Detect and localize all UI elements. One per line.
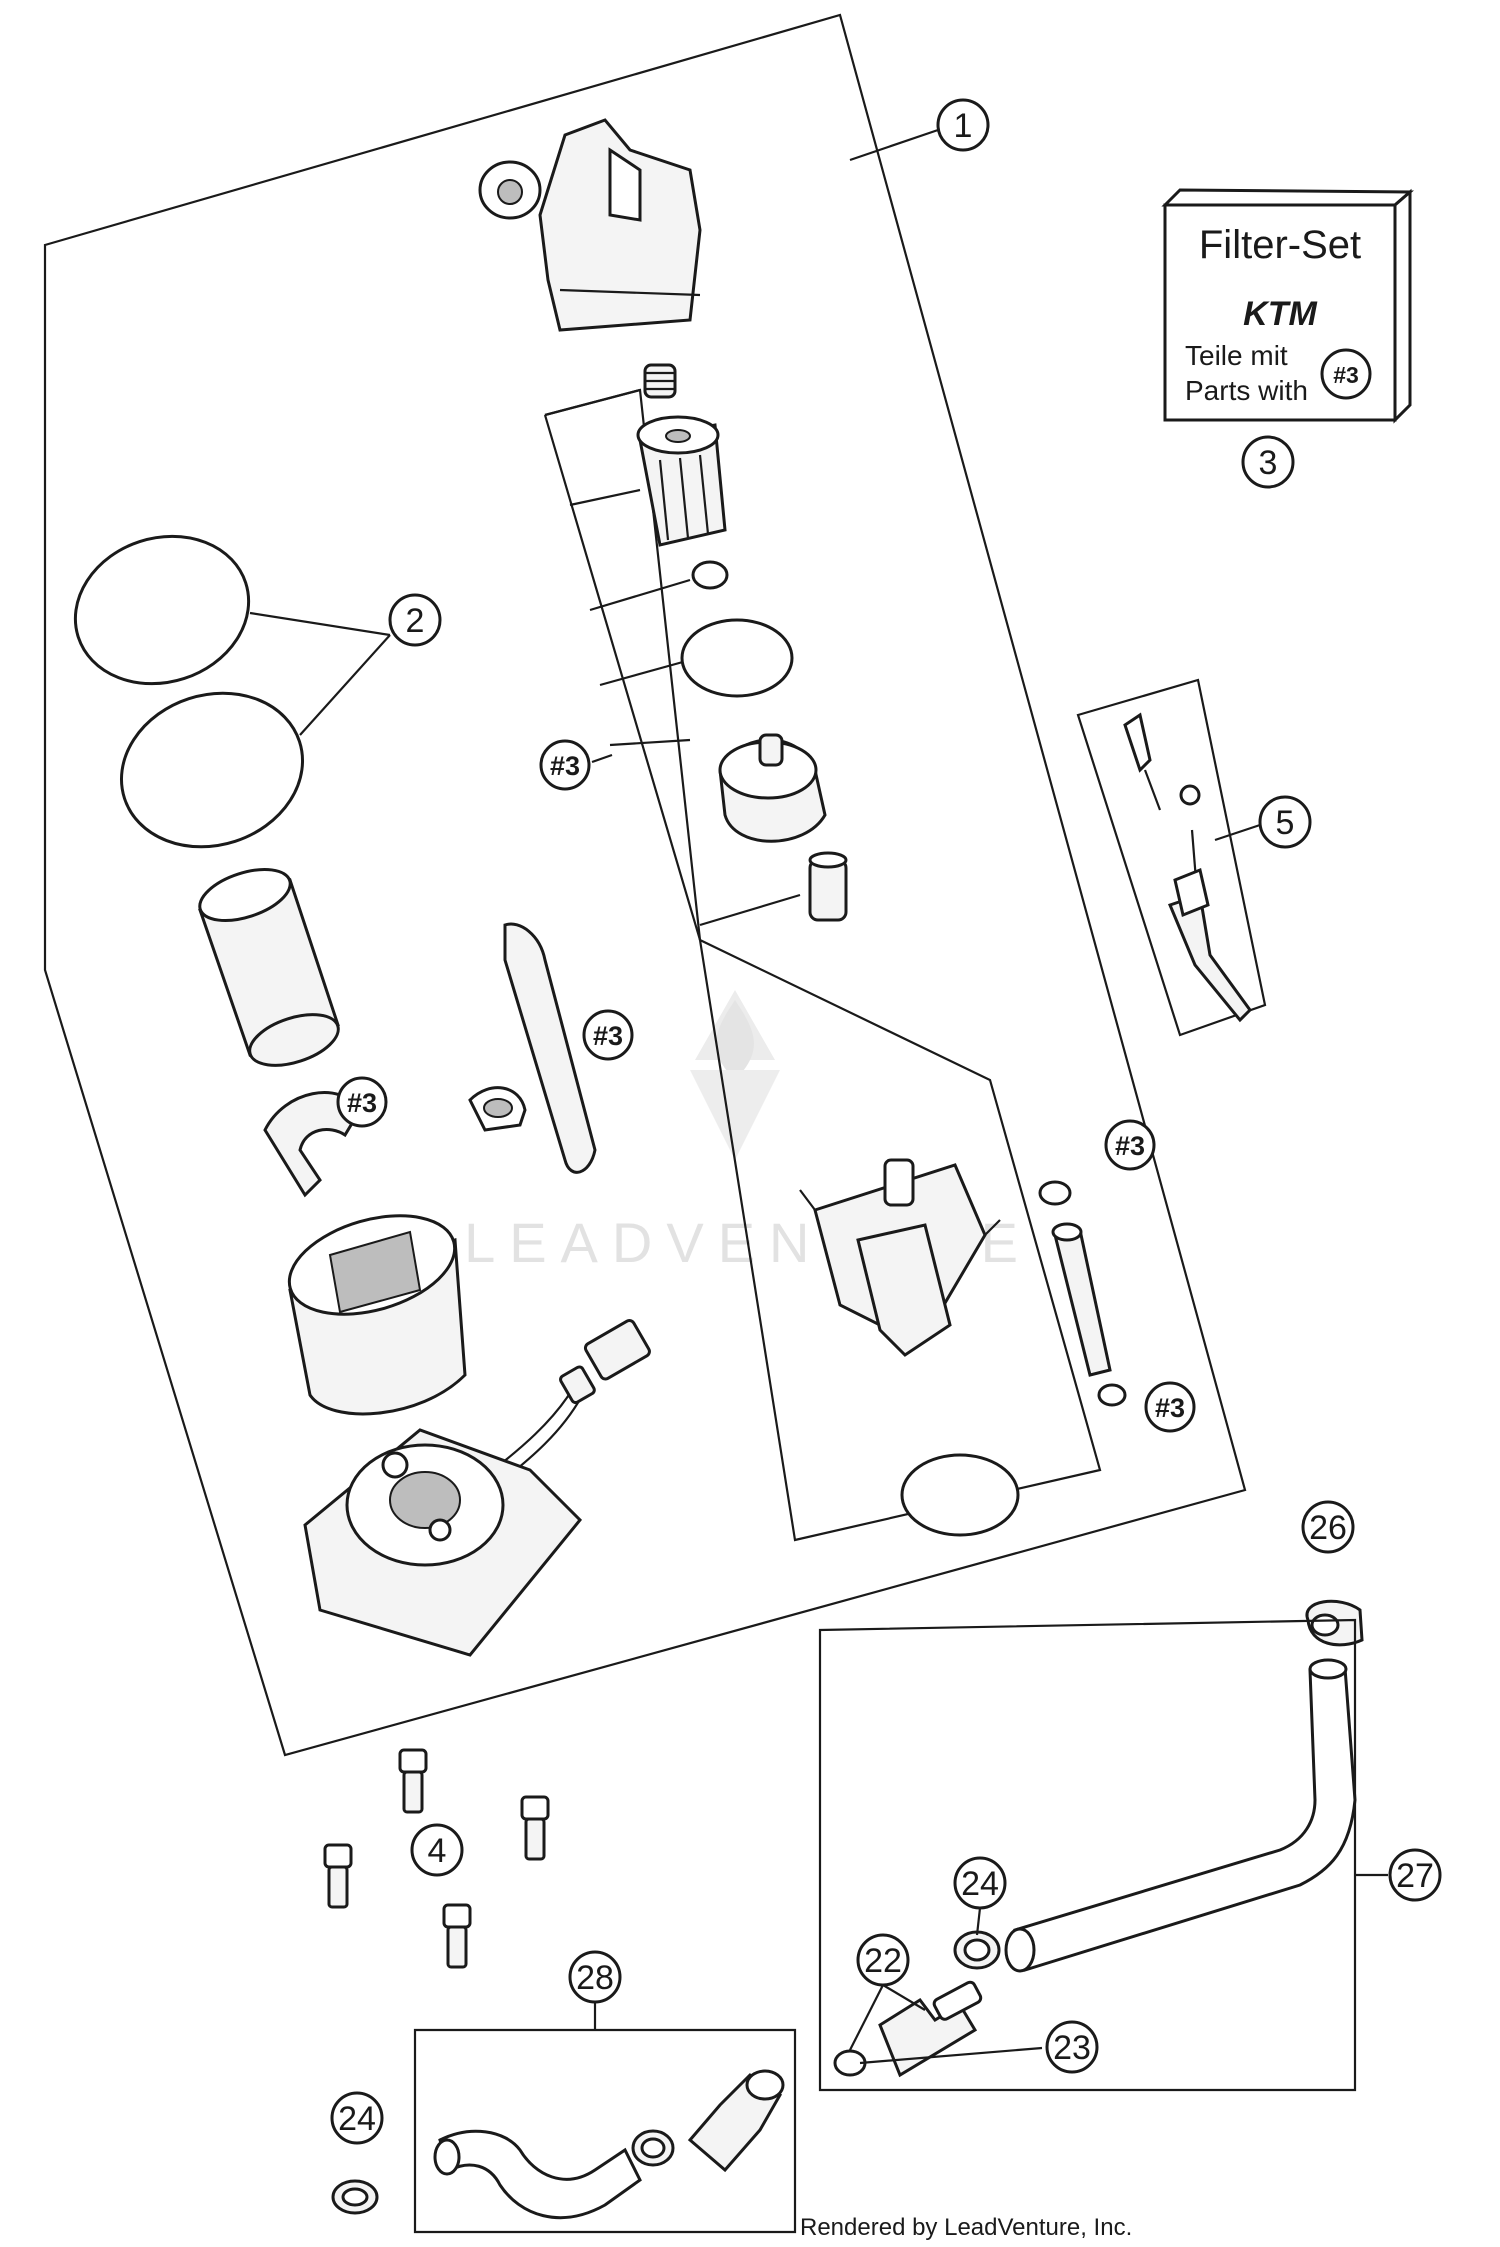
leader-22-23-24 (849, 1907, 1043, 2065)
filter-set-line1: Teile mit (1185, 340, 1288, 371)
svg-text:2: 2 (406, 602, 425, 640)
svg-text:#3: #3 (347, 1088, 377, 1118)
svg-text:3: 3 (1259, 444, 1278, 482)
callout-ref-washer-upper: #3 (1104, 1119, 1156, 1171)
svg-text:5: 5 (1276, 804, 1295, 842)
filter-set-title: Filter-Set (1199, 223, 1361, 267)
sensor-box (1076, 678, 1267, 1037)
small-o-ring (691, 560, 729, 590)
svg-text:26: 26 (1309, 1509, 1347, 1547)
callout-2: 2 (388, 593, 442, 647)
connecting-tube (1051, 1222, 1112, 1377)
callout-28: 28 (568, 1950, 622, 2004)
callout-27: 27 (1388, 1848, 1442, 1902)
callout-24-right: 24 (953, 1856, 1007, 1910)
svg-text:24: 24 (961, 1865, 999, 1903)
callout-22: 22 (856, 1933, 910, 1987)
svg-text:4: 4 (428, 1832, 447, 1870)
callout-4: 4 (410, 1823, 464, 1877)
svg-text:27: 27 (1396, 1857, 1434, 1895)
render-credit: Rendered by LeadVenture, Inc. (800, 2214, 1133, 2241)
pump-flange (303, 1428, 583, 1657)
callout-1: 1 (936, 98, 990, 152)
hose-clamp-24-right (953, 1930, 1001, 1970)
fuel-hose (1004, 1658, 1357, 1973)
pressure-regulator (718, 733, 827, 843)
callout-ref-filter: #3 (539, 739, 591, 791)
short-tube (808, 851, 848, 922)
ktm-logo-text: KTM (1243, 295, 1317, 333)
filter-set-box: Filter-Set KTM Teile mit Parts with #3 (1161, 188, 1414, 424)
quick-connector (878, 1980, 983, 2078)
filter-set-ref: #3 (1333, 362, 1359, 388)
callout-23: 23 (1045, 2020, 1099, 2074)
fuel-filter (636, 415, 727, 547)
callout-5: 5 (1258, 795, 1312, 849)
fuel-level-sensor (1123, 712, 1252, 1023)
svg-text:#3: #3 (1115, 1131, 1145, 1161)
leader-2 (249, 611, 391, 736)
svg-text:28: 28 (576, 1959, 614, 1997)
svg-text:1: 1 (954, 107, 973, 145)
svg-text:#3: #3 (0, 0, 15, 15)
leader-ref-a (591, 753, 613, 764)
callout-3: 3 (1241, 435, 1295, 489)
screws-group (323, 1748, 550, 1969)
svg-text:22: 22 (864, 1942, 902, 1980)
return-hose (433, 2129, 642, 2220)
filter-shield (468, 922, 597, 1174)
hose-kit-box (818, 1618, 1357, 2092)
callout-26: 26 (1301, 1500, 1355, 1554)
hose-clamp-24-left (331, 2179, 379, 2215)
callout-ref-shield: #3 (582, 1009, 634, 1061)
pump-housing-cup (287, 1214, 467, 1416)
check-valve-spring (643, 363, 677, 399)
washer-lower (1097, 1383, 1127, 1407)
hose-clamp-26 (1305, 1599, 1364, 1647)
pump-o-ring (900, 1453, 1020, 1537)
large-o-ring-lower (119, 691, 305, 849)
filter-leader-lines (543, 388, 801, 941)
filter-sleeve (198, 868, 340, 1067)
svg-text:#3: #3 (593, 1021, 623, 1051)
leader-5 (1214, 823, 1261, 842)
large-o-ring-upper (73, 534, 251, 686)
callout-24-left: 24 (330, 2091, 384, 2145)
hose-kit-box-28 (413, 2028, 797, 2234)
svg-text:24: 24 (338, 2100, 376, 2138)
pump-assembly-outline (43, 13, 1247, 1757)
hose-clamp-28 (631, 2129, 675, 2167)
fuel-pump-motor (799, 1158, 1001, 1357)
filter-set-ref-circle (1320, 348, 1372, 400)
leader-1 (849, 128, 939, 162)
washer-upper (1038, 1180, 1072, 1206)
svg-text:23: 23 (1053, 2029, 1091, 2067)
callout-ref-clip: #3 (336, 1076, 388, 1128)
filter-set-line2: Parts with (1185, 375, 1308, 406)
svg-text:#3: #3 (550, 751, 580, 781)
quick-connector-28 (687, 2069, 785, 2173)
svg-text:#3: #3 (1155, 1393, 1185, 1423)
pump-head (478, 118, 702, 332)
callout-ref-washer-lower: #3 (1144, 1381, 1196, 1433)
medium-o-ring (680, 618, 794, 698)
